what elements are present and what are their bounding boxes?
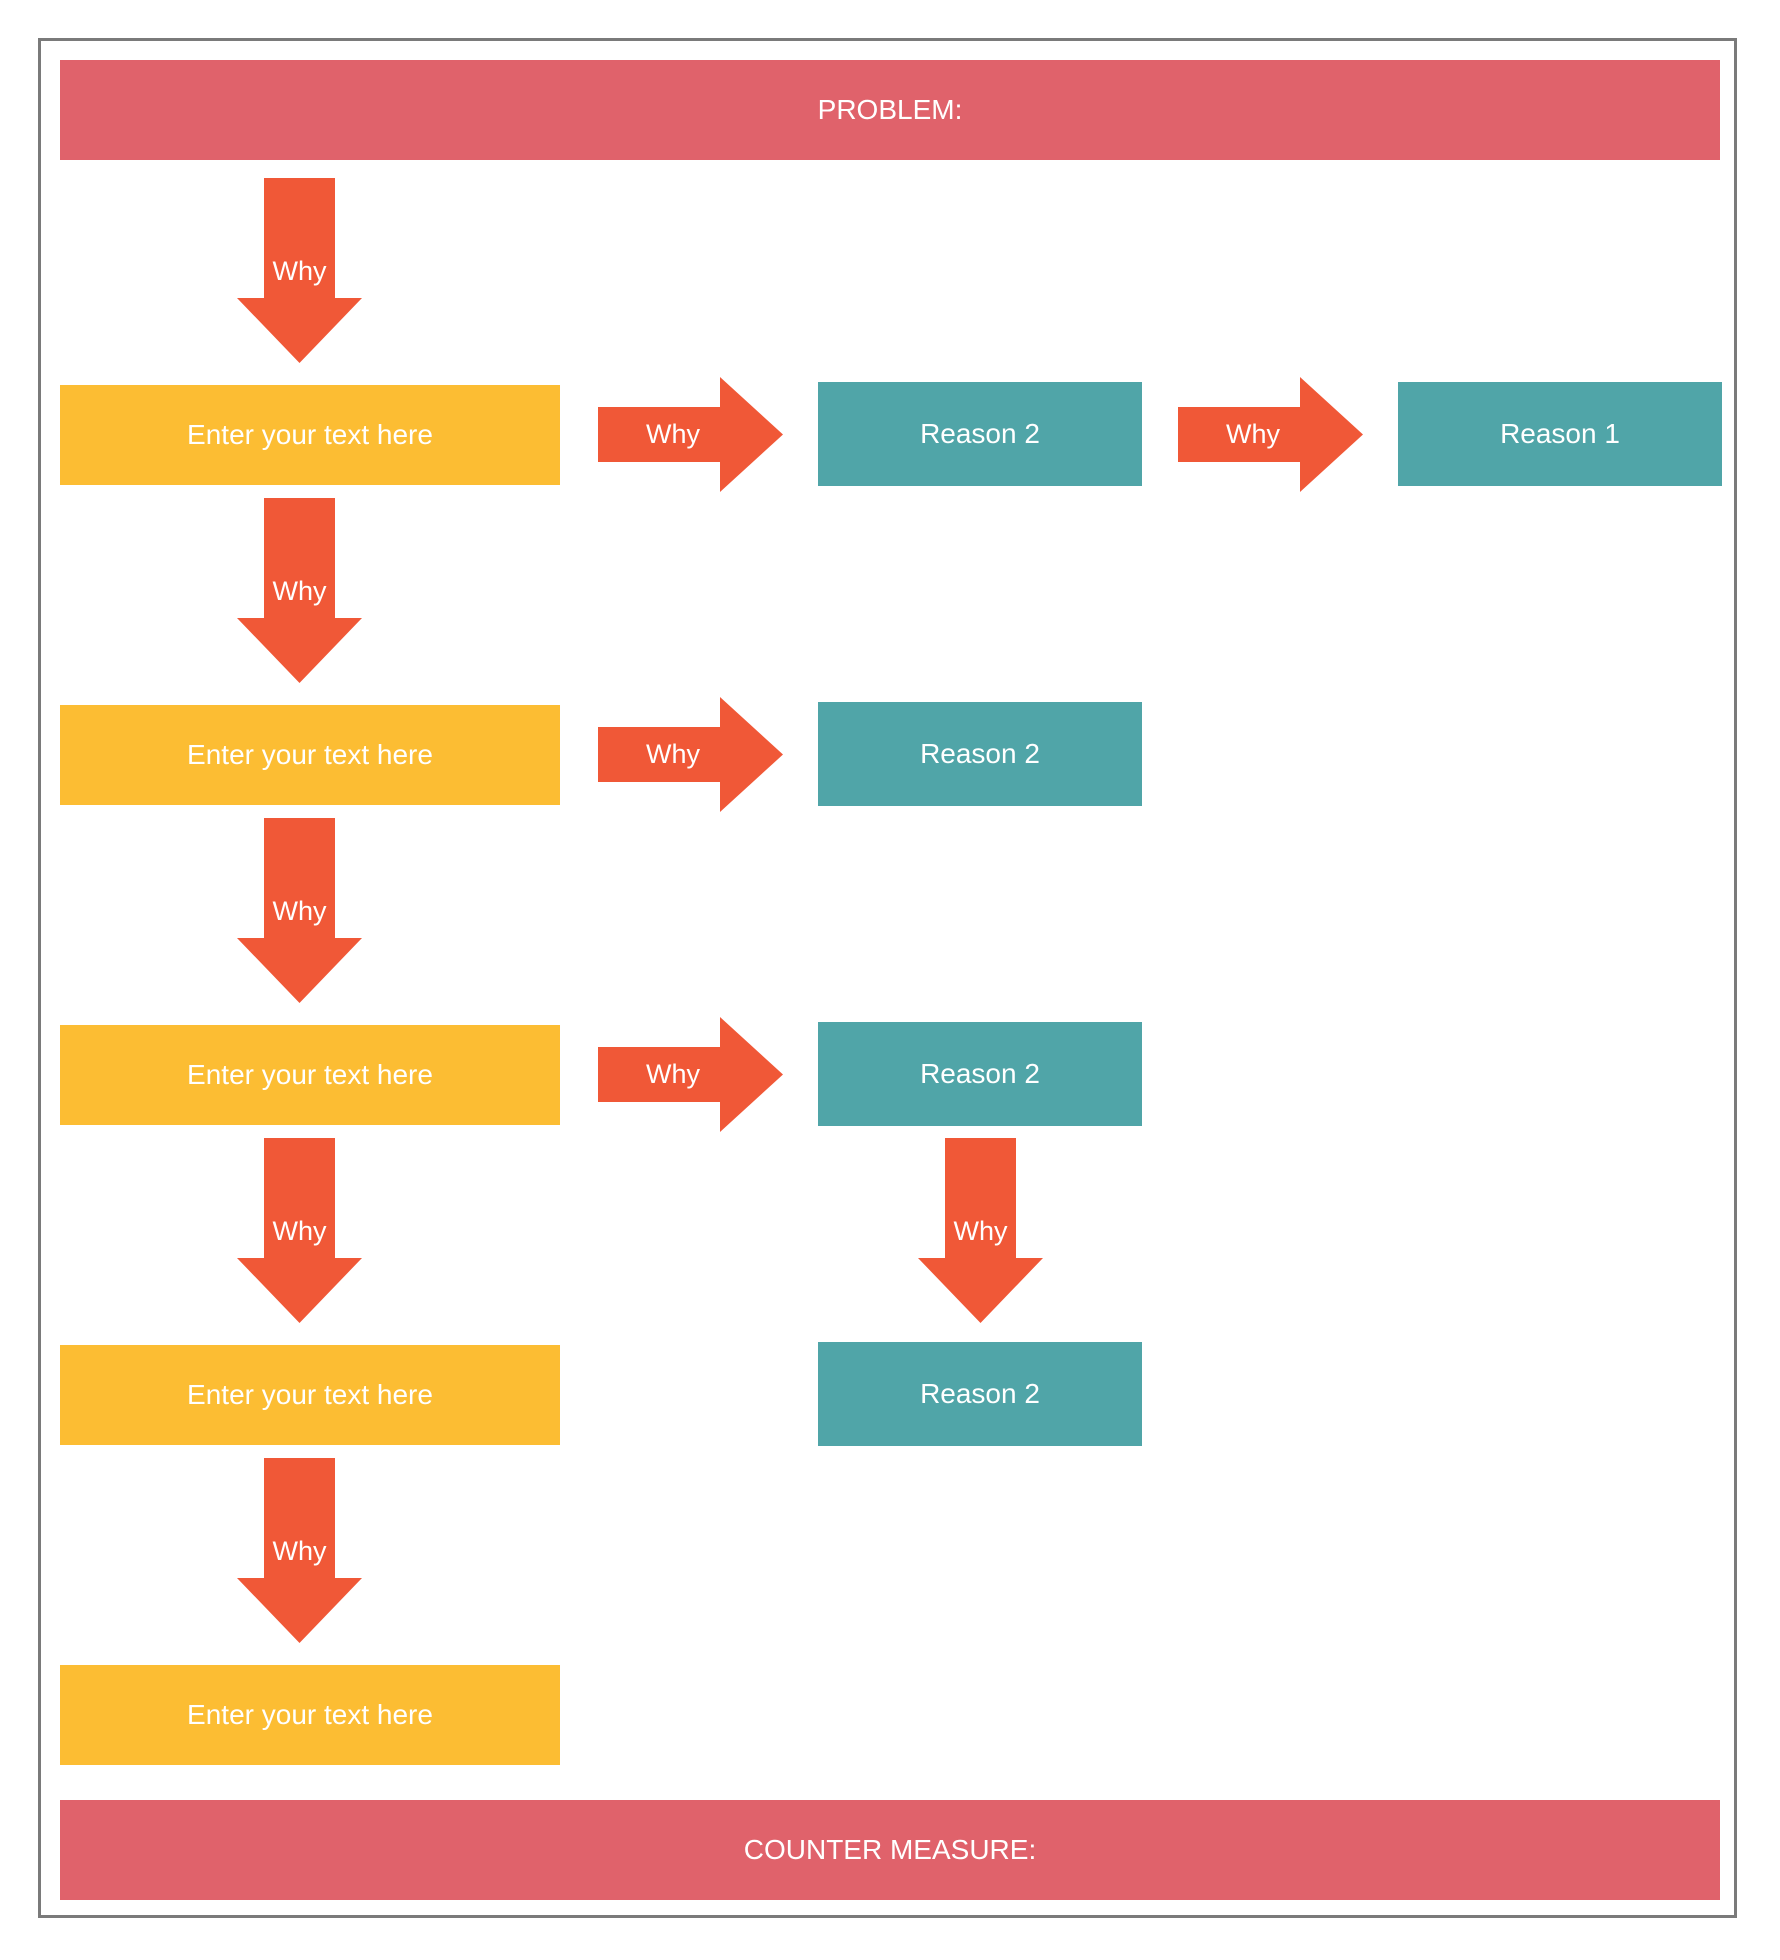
why-arrow-right-row3: Why	[598, 1017, 783, 1132]
reason-text-row3-a: Reason 2	[920, 1058, 1040, 1089]
why-label: Why	[1226, 418, 1280, 449]
step-box-4: Enter your text here	[60, 1345, 560, 1445]
why-arrow-right-row1-b: Why	[1178, 377, 1363, 492]
reason-box-row3-a: Reason 2	[818, 1022, 1142, 1126]
why-label: Why	[646, 738, 700, 769]
why-arrow-down-2: Why	[237, 498, 362, 683]
why-arrow-down-5: Why	[237, 1458, 362, 1643]
why-arrow-down-4: Why	[237, 1138, 362, 1323]
reason-box-row1-b: Reason 1	[1398, 382, 1722, 486]
reason-box-row2-a: Reason 2	[818, 702, 1142, 806]
problem-label: PROBLEM:	[817, 94, 963, 125]
step-text-5: Enter your text here	[187, 1699, 433, 1730]
reason-text-row4-a: Reason 2	[920, 1378, 1040, 1409]
why-label: Why	[272, 576, 327, 606]
step-box-3: Enter your text here	[60, 1025, 560, 1125]
why-label: Why	[272, 1536, 327, 1566]
why-label: Why	[646, 1058, 700, 1089]
step-text-2: Enter your text here	[187, 739, 433, 770]
step-box-2: Enter your text here	[60, 705, 560, 805]
why-arrow-down-reason: Why	[918, 1138, 1043, 1323]
reason-box-row1-a: Reason 2	[818, 382, 1142, 486]
why-arrow-right-row1-a: Why	[598, 377, 783, 492]
why-arrow-down-1: Why	[237, 178, 362, 363]
why-label: Why	[953, 1216, 1008, 1246]
step-text-1: Enter your text here	[187, 419, 433, 450]
reason-text-row1-b: Reason 1	[1500, 418, 1620, 449]
problem-banner: PROBLEM:	[60, 60, 1720, 160]
reason-box-row4-a: Reason 2	[818, 1342, 1142, 1446]
counter-measure-banner: COUNTER MEASURE:	[60, 1800, 1720, 1900]
step-box-5: Enter your text here	[60, 1665, 560, 1765]
why-label: Why	[272, 256, 327, 286]
why-label: Why	[272, 1216, 327, 1246]
why-arrow-right-row2: Why	[598, 697, 783, 812]
why-arrow-down-3: Why	[237, 818, 362, 1003]
step-text-4: Enter your text here	[187, 1379, 433, 1410]
why-label: Why	[272, 896, 327, 926]
diagram-frame	[38, 38, 1737, 1918]
step-box-1: Enter your text here	[60, 385, 560, 485]
reason-text-row1-a: Reason 2	[920, 418, 1040, 449]
step-text-3: Enter your text here	[187, 1059, 433, 1090]
why-label: Why	[646, 418, 700, 449]
counter-measure-label: COUNTER MEASURE:	[743, 1834, 1037, 1865]
reason-text-row2-a: Reason 2	[920, 738, 1040, 769]
